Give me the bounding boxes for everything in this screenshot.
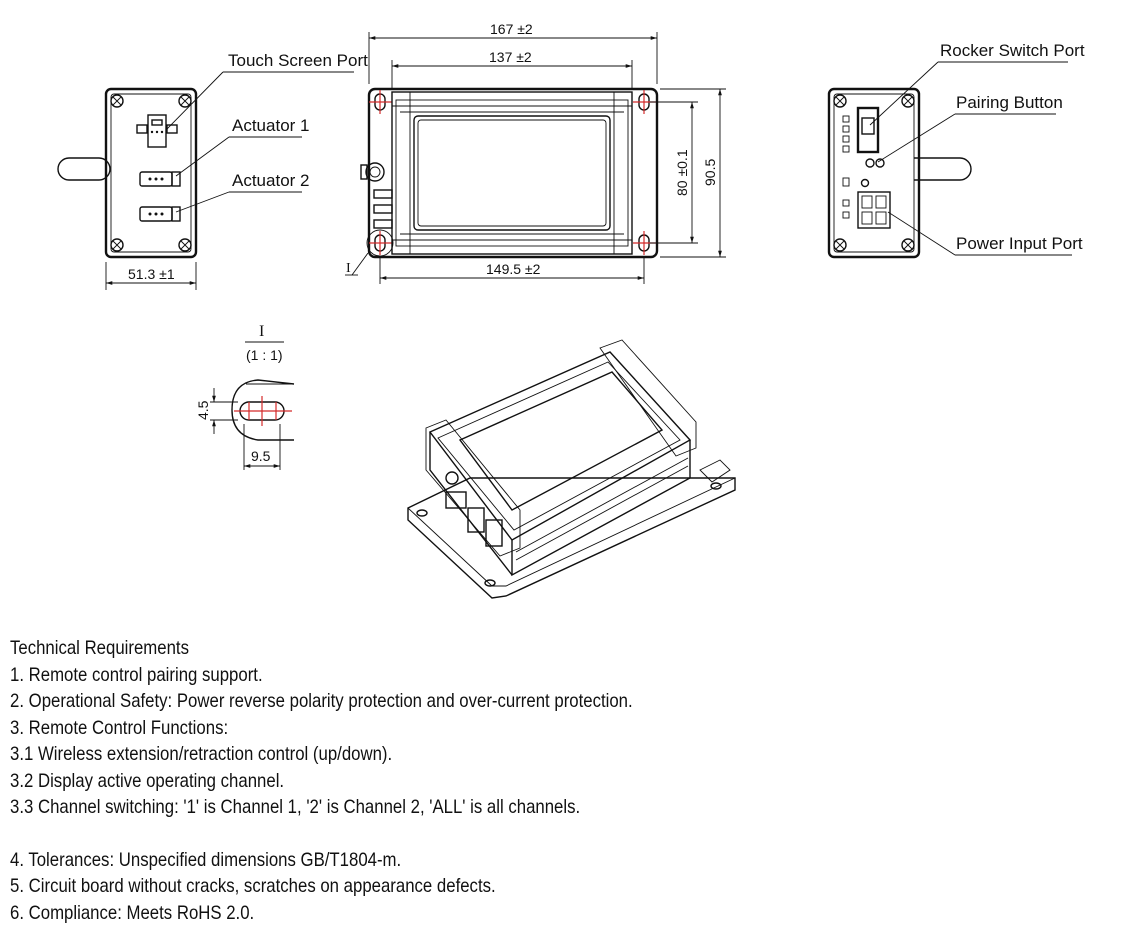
note-item: 1. Remote control pairing support.	[10, 663, 263, 686]
left-side-view: Touch Screen Port Actuator 1 Actuator 2 …	[57, 51, 368, 290]
board-components	[842, 115, 885, 219]
note-item: 3.1 Wireless extension/retraction contro…	[10, 743, 393, 765]
note-item: 3.3 Channel switching: '1' is Channel 1,…	[10, 796, 581, 818]
note-item: 3.2 Display active operating channel.	[10, 769, 285, 792]
notes-spacer	[10, 821, 629, 847]
touch-screen-port-label: Touch Screen Port	[228, 51, 368, 70]
top-view: I 167 ±2 137 ±2 149.5 ±2 80 ±0.1 90.5	[345, 21, 726, 284]
note-item: 4. Tolerances: Unspecified dimensions GB…	[10, 848, 402, 871]
note-item: 2. Operational Safety: Power reverse pol…	[10, 690, 633, 712]
detail-title: I	[259, 323, 264, 340]
mounting-plate	[367, 87, 659, 259]
touch-screen-port-shape	[136, 114, 178, 148]
mounting-slots	[369, 90, 656, 255]
isometric-view	[407, 339, 736, 599]
actuator-2-connector-shape	[139, 206, 181, 222]
antenna-left	[57, 157, 111, 181]
right-side-view: Rocker Switch Port Pairing Button Power …	[827, 41, 1085, 259]
note-item: 6. Compliance: Meets RoHS 2.0.	[10, 901, 255, 924]
note-item: 3. Remote Control Functions:	[10, 716, 229, 739]
power-input-shape	[857, 191, 891, 229]
detail-dim-width: 9.5	[251, 448, 271, 464]
screen-window	[413, 115, 611, 231]
rocker-switch-shape	[856, 106, 880, 154]
pairing-button-label: Pairing Button	[956, 93, 1063, 112]
detail-scale: (1 : 1)	[246, 347, 283, 363]
notes-heading: Technical Requirements	[10, 637, 189, 659]
dim-inner-height: 80 ±0.1	[674, 149, 690, 196]
actuator-1-connector-shape	[139, 171, 181, 187]
rocker-switch-port-label: Rocker Switch Port	[940, 41, 1085, 60]
actuator-1-label: Actuator 1	[232, 116, 310, 135]
dim-outer-height: 90.5	[702, 159, 718, 186]
power-input-port-label: Power Input Port	[956, 234, 1083, 253]
side-connectors	[360, 162, 393, 229]
corner-screws	[110, 94, 192, 252]
note-item: 5. Circuit board without cracks, scratch…	[10, 875, 496, 897]
dim-inner-width: 137 ±2	[489, 49, 532, 65]
detail-marker-label: I	[346, 261, 351, 276]
actuator-2-label: Actuator 2	[232, 171, 310, 190]
dim-bottom-width: 149.5 ±2	[486, 261, 541, 277]
dim-outer-width: 167 ±2	[490, 21, 533, 37]
detail-dim-height: 4.5	[195, 400, 211, 420]
technical-requirements: Technical Requirements 1. Remote control…	[10, 635, 633, 926]
dim-width-left: 51.3 ±1	[128, 266, 175, 282]
detail-view: I (1 : 1) 4.5 9.5	[195, 323, 295, 470]
